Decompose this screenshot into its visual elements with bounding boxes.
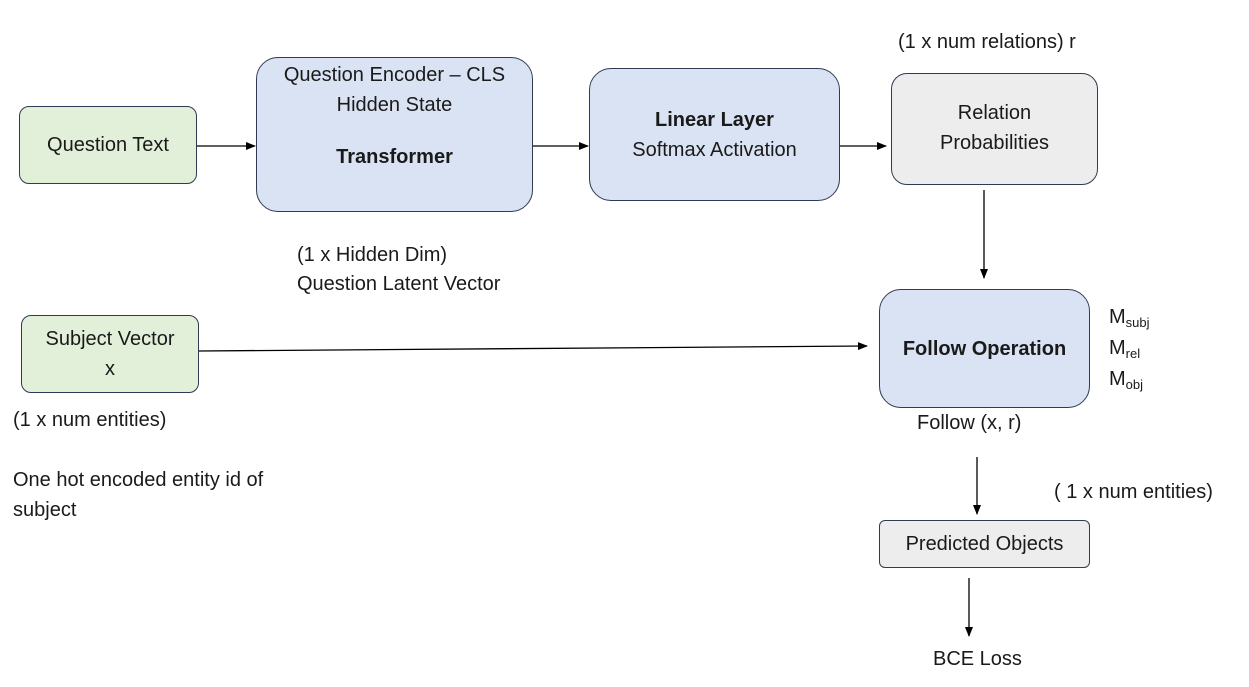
follow-operation-box: Follow Operation — [879, 289, 1090, 408]
relation-probabilities-box: Relation Probabilities — [891, 73, 1098, 185]
one-hot-label-line1: One hot encoded entity id of — [13, 469, 264, 491]
m-rel-subscript: rel — [1125, 346, 1141, 361]
m-subj-label: Msubj — [1109, 302, 1150, 338]
subject-vector-symbol: x — [105, 358, 115, 380]
question-encoder-box: Question Encoder – CLS Hidden State Tran… — [256, 57, 533, 212]
entities-dim-left-label: (1 x num entities) — [13, 409, 167, 431]
softmax-activation-label: Softmax Activation — [632, 138, 797, 161]
latent-vector-label: Question Latent Vector — [297, 273, 501, 295]
entities-dim-right-label: ( 1 x num entities) — [1054, 481, 1213, 503]
linear-layer-box: Linear Layer Softmax Activation — [589, 68, 840, 201]
predicted-objects-label: Predicted Objects — [905, 533, 1064, 555]
question-text-box: Question Text — [19, 106, 197, 184]
m-subj-subscript: subj — [1125, 315, 1150, 330]
bce-loss-label: BCE Loss — [933, 648, 1022, 670]
m-obj-base: M — [1109, 368, 1126, 390]
relations-dim-label: (1 x num relations) r — [898, 31, 1076, 53]
hidden-dim-label: (1 x Hidden Dim) — [297, 244, 448, 266]
one-hot-label-line2: subject — [13, 499, 77, 521]
subject-vector-box: Subject Vector x — [21, 315, 199, 393]
predicted-objects-box: Predicted Objects — [879, 520, 1090, 568]
m-rel-label: Mrel — [1109, 333, 1140, 369]
relation-label-line2: Probabilities — [940, 132, 1049, 154]
question-text-label: Question Text — [47, 134, 169, 156]
follow-operation-label: Follow Operation — [902, 337, 1067, 360]
encoder-title-line2: Hidden State — [336, 94, 453, 116]
m-obj-subscript: obj — [1125, 377, 1144, 392]
encoder-title-line1: Question Encoder – CLS — [283, 64, 506, 86]
linear-layer-label: Linear Layer — [655, 108, 774, 131]
subject-vector-label: Subject Vector — [45, 328, 175, 350]
encoder-transformer-label: Transformer — [336, 146, 453, 168]
m-rel-base: M — [1109, 337, 1126, 359]
follow-formula-label: Follow (x, r) — [917, 412, 1022, 434]
m-subj-base: M — [1109, 306, 1126, 328]
relation-label-line1: Relation — [957, 102, 1032, 124]
m-obj-label: Mobj — [1109, 364, 1143, 400]
arrow-subject-to-follow — [198, 342, 868, 352]
